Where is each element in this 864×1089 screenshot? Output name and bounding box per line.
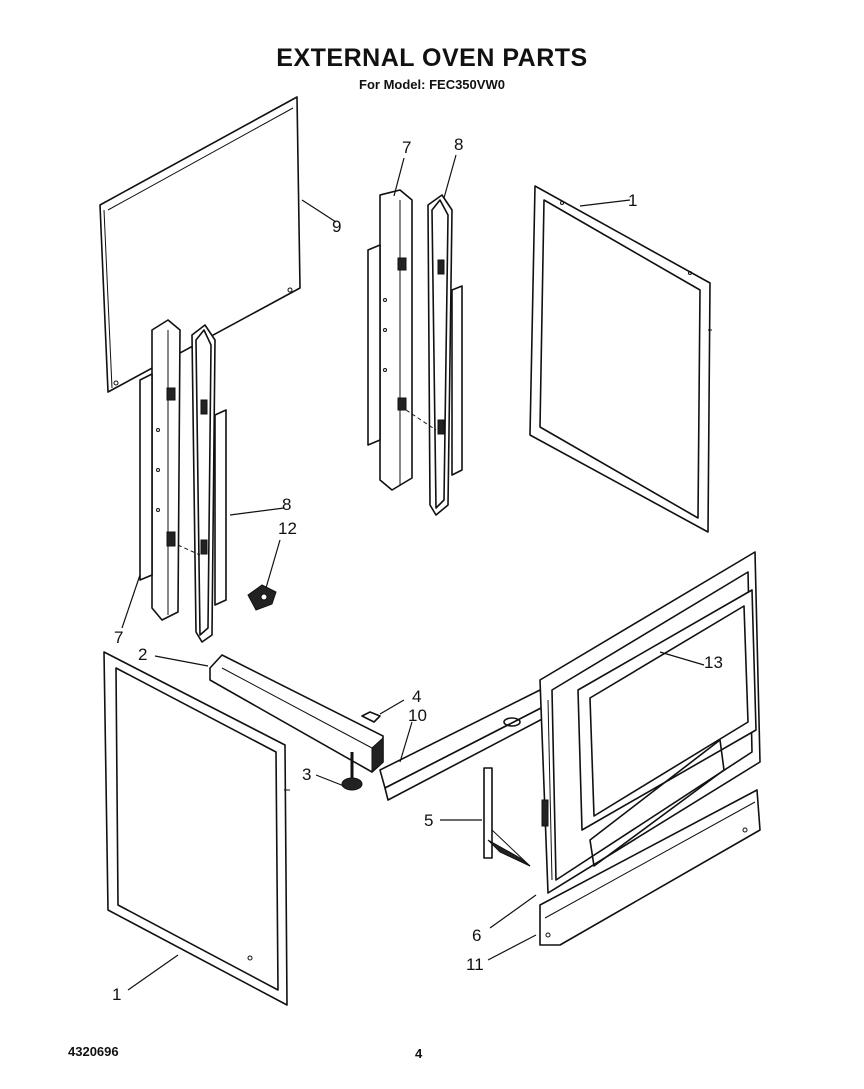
callout-9: 9	[332, 217, 341, 236]
part-8-rail-top	[405, 194, 463, 516]
callout-11: 11	[466, 955, 484, 974]
callout-10: 10	[408, 706, 427, 725]
part-2-channel	[209, 654, 384, 774]
callout-5: 5	[424, 811, 433, 830]
callout-8-left: 8	[282, 495, 291, 514]
page-title: EXTERNAL OVEN PARTS	[276, 44, 588, 72]
callout-7-top: 7	[402, 138, 411, 157]
part-4-clip	[361, 711, 381, 723]
part-11-trim	[539, 789, 761, 946]
part-1-frame-top	[529, 185, 712, 533]
part-13-window	[577, 589, 757, 867]
callout-1-bottom: 1	[112, 985, 121, 1004]
page-number: 4	[415, 1046, 423, 1061]
part-8-rail-left	[177, 324, 227, 643]
part-3-leg	[341, 752, 363, 791]
leader-lines	[121, 154, 705, 991]
callout-4: 4	[412, 687, 421, 706]
callout-13: 13	[704, 653, 723, 672]
model-subtitle: For Model: FEC350VW0	[359, 77, 505, 92]
part-5-hinge	[483, 767, 531, 867]
part-1-frame-bottom	[103, 651, 290, 1006]
callout-6: 6	[472, 926, 481, 945]
part-7-rail-top	[367, 189, 413, 491]
part-12-bracket	[247, 584, 277, 611]
callout-8-top: 8	[454, 135, 463, 154]
document-number: 4320696	[68, 1044, 119, 1059]
callout-7-left: 7	[114, 628, 123, 647]
callout-12: 12	[278, 519, 297, 538]
callout-2: 2	[138, 645, 147, 664]
part-7-rail-left	[139, 319, 181, 621]
part-9-rear-panel	[99, 96, 301, 393]
callout-1-top: 1	[628, 191, 637, 210]
callout-3: 3	[302, 765, 311, 784]
